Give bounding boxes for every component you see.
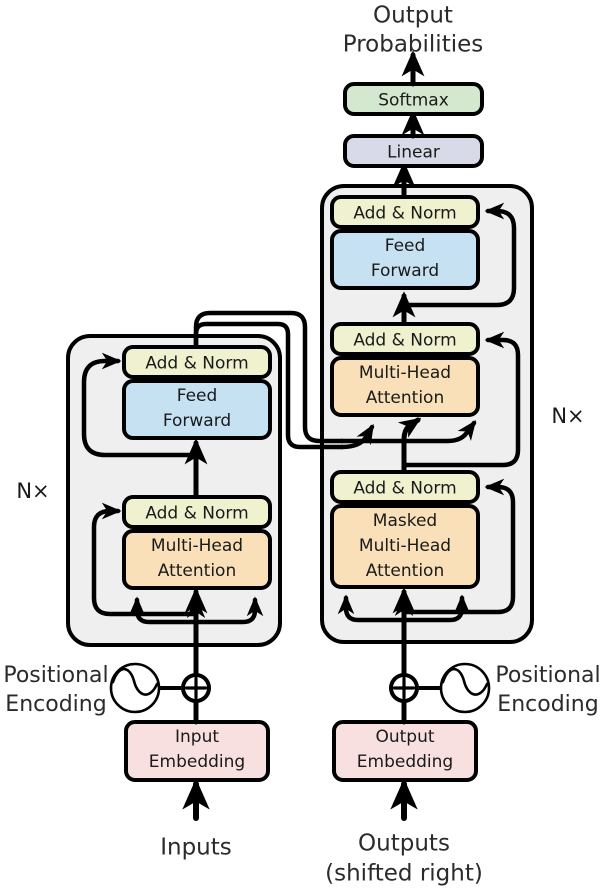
nx-encoder-label: N×: [16, 479, 49, 503]
decoder-add-norm-2-box[interactable]: [330, 322, 480, 356]
decoder-masked-attention-label-line3: Attention: [366, 561, 444, 581]
decoder-residual-cross: [401, 331, 521, 468]
outputs-label-line1: Outputs: [358, 831, 450, 857]
decoder-feed-forward[interactable]: Feed Forward: [330, 229, 480, 290]
encoder-sum-node: [181, 673, 211, 703]
cross-attn-key-arrow: [339, 423, 375, 450]
pe-right-circle: [439, 662, 491, 714]
encoder-add-norm-2-label: Add & Norm: [145, 354, 248, 374]
positional-encoding-left-line2: Encoding: [5, 692, 106, 717]
encoder-feed-forward[interactable]: Feed Forward: [122, 379, 272, 440]
input-embedding-block[interactable]: Input Embedding: [124, 720, 270, 782]
encoder-add-norm-2-box[interactable]: [122, 345, 272, 379]
pe-left-circle: [109, 662, 161, 714]
encoder-add-norm-1-box[interactable]: [122, 495, 272, 529]
inputs-label: Inputs: [160, 835, 232, 861]
output-probabilities-line2: Probabilities: [343, 32, 484, 58]
decoder-add-norm-1-label: Add & Norm: [353, 479, 456, 499]
encoder-to-decoder-bus-a: [193, 310, 345, 444]
output-embedding-label-line1: Output: [375, 727, 434, 747]
positional-encoding-left-line1: Positional: [3, 663, 108, 688]
positional-encoding-right-line1: Positional: [495, 663, 600, 688]
input-embedding-label-line2: Embedding: [149, 752, 245, 772]
output-embedding-label-line2: Embedding: [357, 752, 453, 772]
encoder-add-norm-2[interactable]: Add & Norm: [122, 345, 272, 379]
encoder-multi-head-attention-box[interactable]: [122, 529, 272, 590]
encoder-feed-forward-label-line2: Forward: [163, 411, 231, 431]
decoder-feed-forward-label-line2: Forward: [371, 261, 439, 281]
decoder-add-norm-3-label: Add & Norm: [353, 204, 456, 224]
positional-encoding-right-line2: Encoding: [497, 692, 598, 717]
encoder-residual-mha: [91, 502, 199, 617]
encoder-feed-forward-label-line1: Feed: [177, 386, 218, 406]
encoder-mha-label-line2: Attention: [158, 561, 236, 581]
softmax-label: Softmax: [378, 91, 449, 111]
decoder-sum-node: [389, 673, 419, 703]
decoder-add-norm-3[interactable]: Add & Norm: [330, 195, 480, 229]
decoder-add-norm-2[interactable]: Add & Norm: [330, 322, 480, 356]
decoder-masked-attention-label-line2: Multi-Head: [359, 536, 451, 556]
encoder-feed-forward-box[interactable]: [122, 379, 272, 440]
decoder-qkv-right-arrow: [401, 594, 471, 623]
encoder-to-decoder-bus-b: [193, 321, 345, 450]
encoder-qkv-right-arrow: [193, 596, 264, 625]
nx-decoder-label: N×: [551, 404, 584, 428]
sine-wave-icon-right: [439, 662, 491, 714]
decoder-feed-forward-box[interactable]: [330, 229, 480, 290]
cross-attn-value-arrow: [339, 420, 477, 444]
decoder-residual-masked: [401, 478, 516, 615]
linear-block[interactable]: Linear: [343, 134, 484, 168]
decoder-add-norm-3-box[interactable]: [330, 195, 480, 229]
encoder-add-norm-1[interactable]: Add & Norm: [122, 495, 272, 529]
output-probabilities-line1: Output: [373, 3, 453, 29]
decoder-qkv-left-arrow: [337, 594, 407, 623]
decoder-cross-attention-label-line2: Attention: [366, 388, 444, 408]
encoder-multi-head-attention[interactable]: Multi-Head Attention: [122, 529, 272, 590]
output-embedding-block[interactable]: Output Embedding: [332, 720, 478, 782]
decoder-masked-multi-head-attention[interactable]: Masked Multi-Head Attention: [330, 504, 480, 589]
encoder-qkv-left-arrow: [128, 596, 199, 625]
decoder-cross-attention-box[interactable]: [330, 356, 480, 417]
encoder-add-norm-1-label: Add & Norm: [145, 504, 248, 524]
pe-left-sine-path: [111, 667, 159, 696]
softmax-block[interactable]: Softmax: [343, 82, 484, 116]
decoder-cross-multi-head-attention[interactable]: Multi-Head Attention: [330, 356, 480, 417]
input-embedding-label-line1: Input: [175, 727, 219, 747]
outputs-label-line2: (shifted right): [325, 861, 483, 887]
decoder-residual-ff: [401, 202, 517, 308]
decoder-add-norm-1[interactable]: Add & Norm: [330, 470, 480, 504]
decoder-feed-forward-label-line1: Feed: [385, 236, 426, 256]
decoder-add-norm-1-box[interactable]: [330, 470, 480, 504]
pe-right-sine-path: [441, 667, 489, 696]
decoder-masked-attention-box[interactable]: [330, 504, 480, 589]
sine-wave-icon: [109, 662, 161, 714]
decoder-masked-attention-label-line1: Masked: [373, 511, 437, 531]
decoder-add-norm-2-label: Add & Norm: [353, 331, 456, 351]
decoder-cross-attention-label-line1: Multi-Head: [359, 363, 451, 383]
encoder-residual-ff: [81, 352, 199, 458]
linear-label: Linear: [387, 143, 440, 163]
encoder-mha-label-line1: Multi-Head: [151, 536, 243, 556]
